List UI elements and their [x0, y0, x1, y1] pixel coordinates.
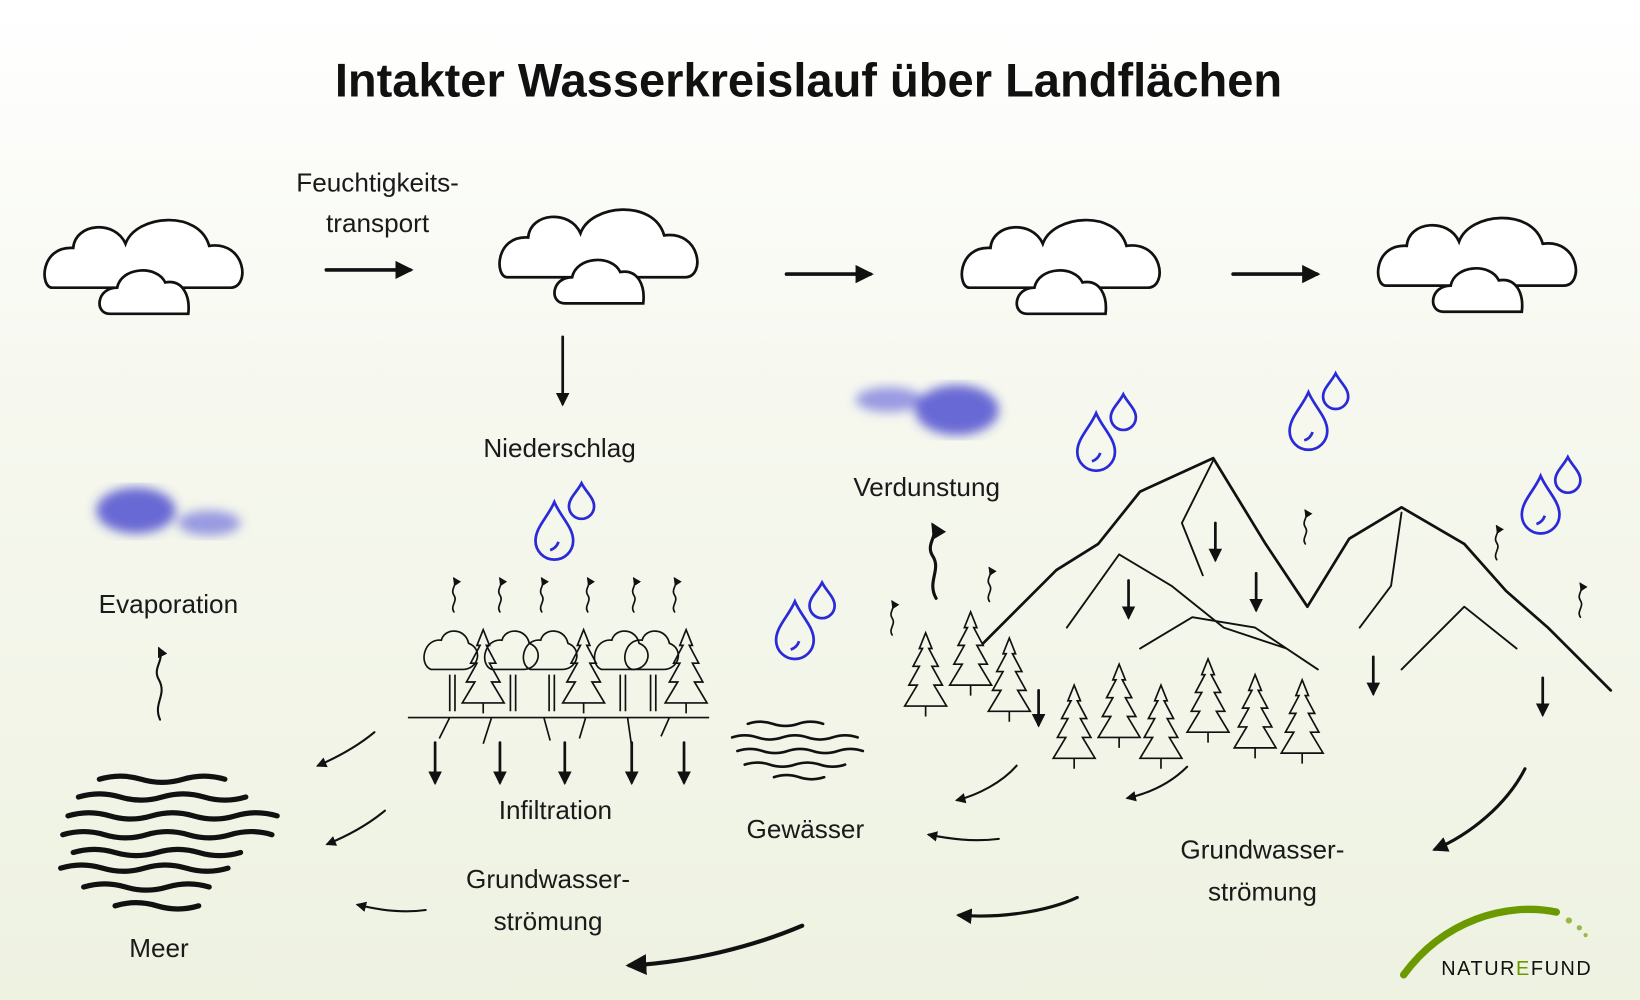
- diagram-title: Intakter Wasserkreislauf über Landfläche…: [335, 53, 1282, 106]
- cloud-2: [498, 208, 699, 305]
- cloud-4: [1376, 216, 1578, 314]
- label-grundwasser-left-2: strömung: [494, 906, 603, 936]
- cloud-3: [960, 218, 1161, 316]
- forest-illustration: [407, 578, 710, 786]
- label-meer: Meer: [129, 933, 189, 963]
- naturefund-logo: NATUREFUND: [1399, 905, 1592, 980]
- label-verdunstung: Verdunstung: [853, 472, 1000, 502]
- raindrop-icon: [1075, 393, 1138, 473]
- mountains-illustration: [891, 456, 1613, 770]
- evaporation-arrow: [155, 646, 168, 721]
- sea-waves: [58, 773, 280, 912]
- raindrop-icon: [1288, 372, 1350, 452]
- label-grundwasser-right-2: strömung: [1208, 877, 1317, 907]
- groundwater-flow-arrows: [316, 731, 1527, 976]
- cloud-1: [43, 218, 244, 316]
- label-infiltration: Infiltration: [499, 795, 612, 825]
- label-grundwasser-left-1: Grundwasser-: [466, 864, 630, 894]
- raindrop-icon: [774, 581, 837, 661]
- label-grundwasser-right-1: Grundwasser-: [1180, 835, 1344, 865]
- vapor-cloud-left: [96, 487, 241, 536]
- label-niederschlag: Niederschlag: [483, 433, 635, 463]
- label-transport-2: transport: [326, 208, 430, 238]
- vapor-cloud-right: [855, 384, 999, 436]
- raindrop-icon: [534, 481, 596, 561]
- label-transport-1: Feuchtigkeits-: [296, 167, 459, 197]
- label-gewaesser: Gewässer: [747, 814, 865, 844]
- raindrop-icon: [1520, 455, 1582, 535]
- svg-text:NATUREFUND: NATUREFUND: [1441, 958, 1592, 980]
- lake-waves: [730, 720, 865, 781]
- label-evaporation: Evaporation: [99, 589, 238, 619]
